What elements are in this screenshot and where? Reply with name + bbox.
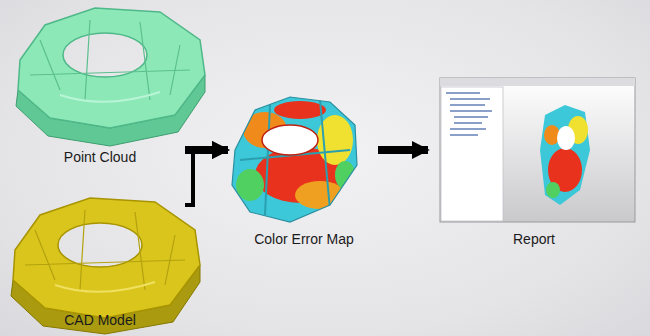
flow-arrow [185,150,228,205]
color-error-map-part [230,95,360,225]
part-figure-node: CAD Model [15,195,185,333]
part-figure-node: Report [430,76,638,252]
figure-caption: Color Error Map [254,231,354,248]
part-figure-node: Color Error Map [230,92,378,252]
figure-caption: CAD Model [64,312,136,329]
report-screenshot [440,78,635,222]
part-figure-node: Point Cloud [15,5,185,170]
figure-caption: Report [513,231,555,248]
cad-model-part [11,198,200,334]
figure-caption: Point Cloud [64,149,136,166]
flow-arrow [378,146,428,154]
point-cloud-part [16,8,205,146]
